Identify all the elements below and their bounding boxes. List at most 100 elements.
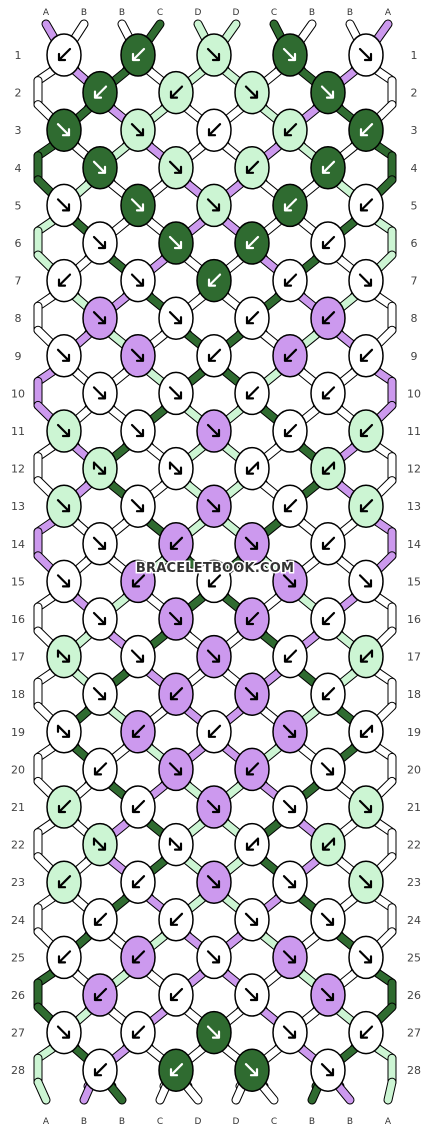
knot	[120, 484, 156, 528]
row-number-right: 13	[407, 500, 421, 513]
knot	[46, 334, 82, 378]
knot	[234, 296, 270, 340]
strand-label: D	[233, 8, 240, 18]
strand-label: D	[195, 1117, 202, 1127]
knot	[158, 973, 194, 1017]
knot	[348, 484, 384, 528]
row-number-left: 27	[11, 1027, 25, 1040]
knot	[234, 672, 270, 716]
row-number-right: 3	[411, 124, 418, 137]
knot	[120, 108, 156, 152]
knot	[234, 898, 270, 942]
knot	[158, 371, 194, 416]
row-number-right: 26	[407, 989, 421, 1002]
strand-label: B	[347, 8, 353, 18]
knot	[310, 597, 346, 641]
row-number-left: 16	[11, 613, 25, 626]
knot	[158, 1048, 194, 1092]
knot	[46, 785, 82, 829]
knot	[158, 898, 194, 942]
row-number-right: 14	[407, 538, 421, 551]
knot	[310, 371, 346, 416]
knot	[120, 334, 156, 378]
row-number-right: 10	[407, 387, 421, 400]
strand-label: D	[233, 1117, 240, 1127]
knot	[158, 672, 194, 716]
knot	[120, 935, 156, 980]
knot	[46, 258, 82, 303]
knot	[46, 183, 82, 228]
knot	[196, 33, 232, 77]
knot	[82, 70, 118, 115]
row-number-right: 20	[407, 763, 421, 776]
strand-label: B	[309, 8, 315, 18]
knot	[82, 221, 118, 265]
row-number-left: 3	[15, 124, 22, 137]
row-number-right: 1	[411, 49, 418, 62]
row-number-left: 9	[15, 350, 22, 363]
knot	[348, 1010, 384, 1055]
knot	[272, 785, 308, 829]
knot	[310, 146, 346, 190]
knot	[196, 559, 232, 604]
knot	[46, 484, 82, 528]
row-number-left: 10	[11, 387, 25, 400]
knot	[158, 747, 194, 792]
strand-label: B	[347, 1117, 353, 1127]
knot	[82, 371, 118, 416]
knot	[272, 1010, 308, 1055]
row-number-left: 2	[15, 87, 22, 100]
knot	[196, 935, 232, 980]
row-number-right: 4	[411, 162, 418, 175]
row-number-right: 16	[407, 613, 421, 626]
knot	[158, 221, 194, 265]
knot	[272, 183, 308, 228]
knot	[46, 710, 82, 754]
knot	[348, 860, 384, 904]
row-number-right: 18	[407, 688, 421, 701]
knot	[234, 371, 270, 416]
knot	[46, 108, 82, 152]
knot	[272, 409, 308, 453]
knot	[310, 70, 346, 115]
strand-label: A	[43, 8, 50, 18]
knot	[82, 898, 118, 942]
knot	[196, 258, 232, 303]
knot	[196, 1010, 232, 1055]
row-number-left: 4	[15, 162, 22, 175]
knot	[46, 1010, 82, 1055]
knot	[82, 822, 118, 867]
row-number-right: 21	[407, 801, 421, 814]
strand-label: C	[157, 1117, 163, 1127]
knot	[158, 597, 194, 641]
knot	[272, 334, 308, 378]
knot	[196, 634, 232, 679]
knot	[348, 258, 384, 303]
knot	[82, 446, 118, 491]
knot	[120, 785, 156, 829]
row-number-left: 26	[11, 989, 25, 1002]
knot	[272, 710, 308, 754]
row-number-right: 6	[411, 237, 418, 250]
knot	[272, 634, 308, 679]
knot	[348, 183, 384, 228]
row-number-left: 24	[11, 914, 25, 927]
knot	[46, 409, 82, 453]
knot	[196, 710, 232, 754]
knot	[272, 258, 308, 303]
knot	[348, 634, 384, 679]
knot	[82, 522, 118, 566]
knot	[234, 973, 270, 1017]
knot	[82, 747, 118, 792]
row-number-left: 14	[11, 538, 25, 551]
row-number-right: 5	[411, 199, 418, 212]
knot	[310, 296, 346, 340]
knot	[158, 822, 194, 867]
strand-label: B	[119, 1117, 125, 1127]
knot	[46, 860, 82, 904]
row-number-left: 17	[11, 651, 25, 664]
knot	[120, 710, 156, 754]
knot	[234, 70, 270, 115]
knot	[348, 710, 384, 754]
